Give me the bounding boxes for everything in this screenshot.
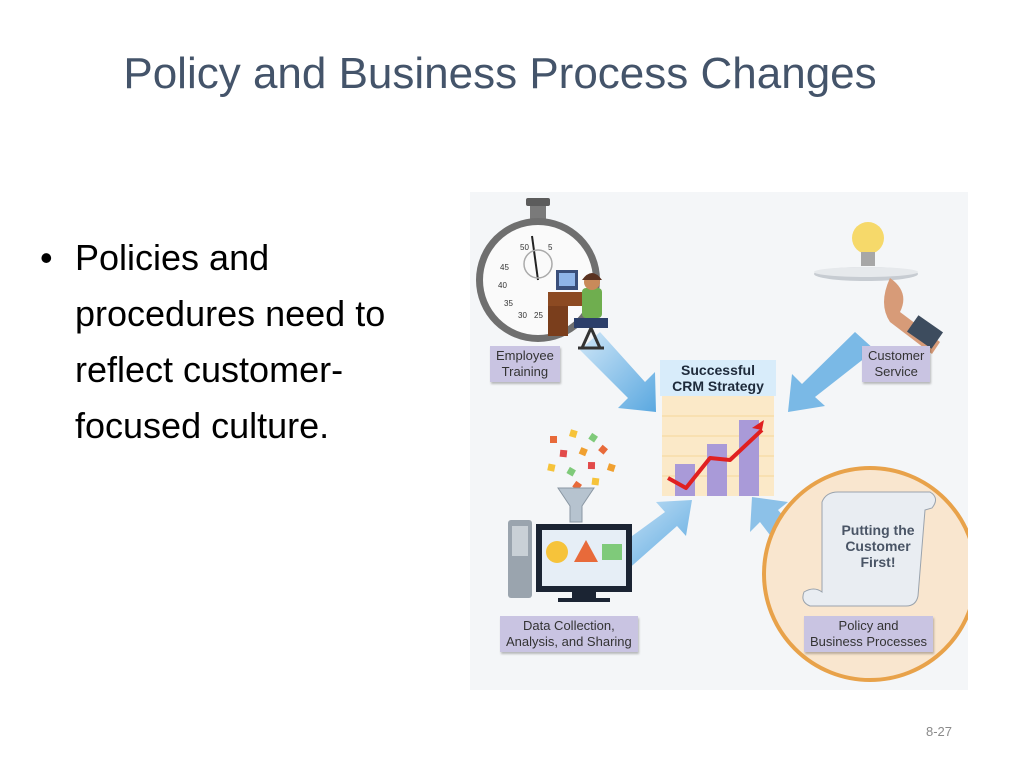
chart-bar-3: [739, 420, 759, 496]
slide-number: 8-27: [926, 724, 953, 739]
chart-bar-1: [675, 464, 695, 496]
chart-bar-2: [707, 444, 727, 496]
data-cube-icon: [566, 466, 576, 477]
label-employee-training-line1: Employee: [496, 348, 554, 363]
label-employee-training-line2: Training: [501, 364, 549, 379]
data-collection-icon: [508, 429, 632, 602]
label-policy-line2: Business Processes: [810, 634, 928, 649]
data-cube-icon: [591, 477, 600, 486]
label-employee-training: Employee Training: [490, 346, 560, 382]
lightbulb-on-tray-icon: [814, 222, 944, 354]
data-cube-icon: [568, 429, 578, 438]
data-cube-icon: [559, 449, 568, 458]
stopwatch-tick-label: 50: [520, 243, 529, 252]
stopwatch-tick-label: 35: [504, 299, 513, 308]
label-customer-service-line2: Service: [874, 364, 918, 379]
stopwatch-tick-label: 5: [548, 243, 553, 252]
data-cube-icon: [606, 463, 616, 473]
scroll-line3: First!: [860, 554, 896, 570]
arrow-from-training: [580, 332, 656, 412]
data-cube-icon: [588, 432, 598, 443]
bullet-marker: •: [40, 237, 53, 278]
crm-title-line1: Successful: [681, 362, 755, 378]
data-cube-icon: [547, 463, 556, 472]
scroll-message: Putting the Customer First!: [828, 522, 928, 570]
stopwatch-tick-label: 45: [500, 263, 509, 272]
label-data-collection-line2: Analysis, and Sharing: [506, 634, 632, 649]
crm-title-line2: CRM Strategy: [672, 378, 764, 394]
label-customer-service: Customer Service: [862, 346, 931, 382]
label-policy-line1: Policy and: [838, 618, 899, 633]
data-cube-icon: [550, 436, 557, 443]
slide-title: Policy and Business Process Changes: [123, 49, 877, 98]
scroll-line1: Putting the: [841, 522, 915, 538]
stopwatch-tick-label: 40: [498, 281, 507, 290]
scroll-line2: Customer: [845, 538, 911, 554]
label-data-collection: Data Collection, Analysis, and Sharing: [500, 616, 638, 652]
data-cube-icon: [578, 447, 588, 457]
crm-strategy-chart: [662, 396, 774, 496]
employee-at-computer-icon: [548, 270, 608, 350]
label-data-collection-line1: Data Collection,: [522, 618, 615, 633]
crm-strategy-title: Successful CRM Strategy: [660, 360, 776, 396]
crm-strategy-diagram: 50 5 45 40 35 30 25: [470, 192, 968, 690]
stopwatch-tick-label: 25: [534, 311, 543, 320]
bullet-item: Policies and procedures need to reflect …: [75, 237, 386, 446]
stopwatch-tick-label: 30: [518, 311, 527, 320]
chart-trend-line: [667, 428, 764, 490]
label-customer-service-line1: Customer: [868, 348, 925, 363]
data-cube-icon: [587, 461, 596, 470]
arrow-from-customer-service: [788, 332, 875, 412]
label-policy-business-processes: Policy and Business Processes: [804, 616, 934, 652]
data-cube-icon: [598, 444, 608, 455]
